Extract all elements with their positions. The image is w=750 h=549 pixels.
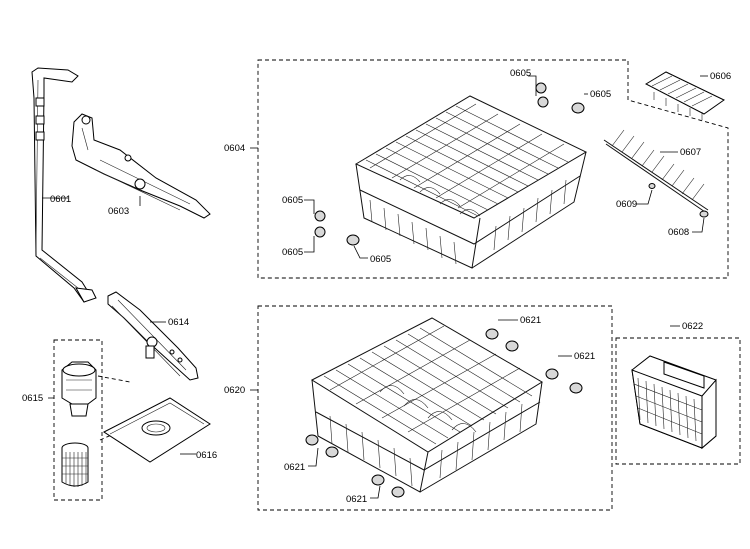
label-0614: 0614 [168, 317, 189, 328]
label-0601: 0601 [50, 194, 71, 205]
label-0620: 0620 [224, 385, 245, 396]
label-0607: 0607 [680, 147, 701, 158]
label-0603: 0603 [108, 206, 129, 217]
upper-rack-group-box [257, 59, 729, 279]
label-0621-left: 0621 [284, 462, 305, 473]
label-0608: 0608 [668, 227, 689, 238]
label-0621-right: 0621 [574, 351, 595, 362]
lower-rack-part [310, 317, 543, 493]
label-0609: 0609 [616, 199, 637, 210]
cutlery-basket-box [615, 337, 741, 465]
upper-rack-part [354, 95, 588, 269]
label-0621-bottom: 0621 [346, 494, 367, 505]
label-0621-top: 0621 [520, 315, 541, 326]
lower-spray-arm-part [107, 291, 199, 381]
filter-plate-part [97, 375, 211, 463]
label-0605-left-lower: 0605 [282, 247, 303, 258]
label-0616: 0616 [196, 450, 217, 461]
cup-shelf-part [644, 71, 725, 120]
label-0605-top: 0605 [510, 68, 531, 79]
cutlery-basket-part [631, 355, 717, 450]
supply-tube-part [31, 67, 97, 303]
label-0622: 0622 [682, 321, 703, 332]
label-0606: 0606 [710, 71, 731, 82]
label-0605-bottom: 0605 [370, 254, 391, 265]
label-0615: 0615 [22, 393, 43, 404]
fine-filter-mesh-part [61, 442, 89, 487]
upper-spray-arm-part [71, 113, 211, 219]
label-0605-right: 0605 [590, 89, 611, 100]
lower-rack-group-box [257, 305, 613, 511]
label-0604: 0604 [224, 143, 245, 154]
filter-group-box [53, 339, 103, 501]
filter-cylinder-part [61, 361, 97, 417]
lower-rack-wheel-parts [305, 328, 583, 498]
label-0605-left-upper: 0605 [282, 195, 303, 206]
tine-row-part [603, 129, 709, 218]
upper-rack-roller-parts [314, 82, 585, 246]
